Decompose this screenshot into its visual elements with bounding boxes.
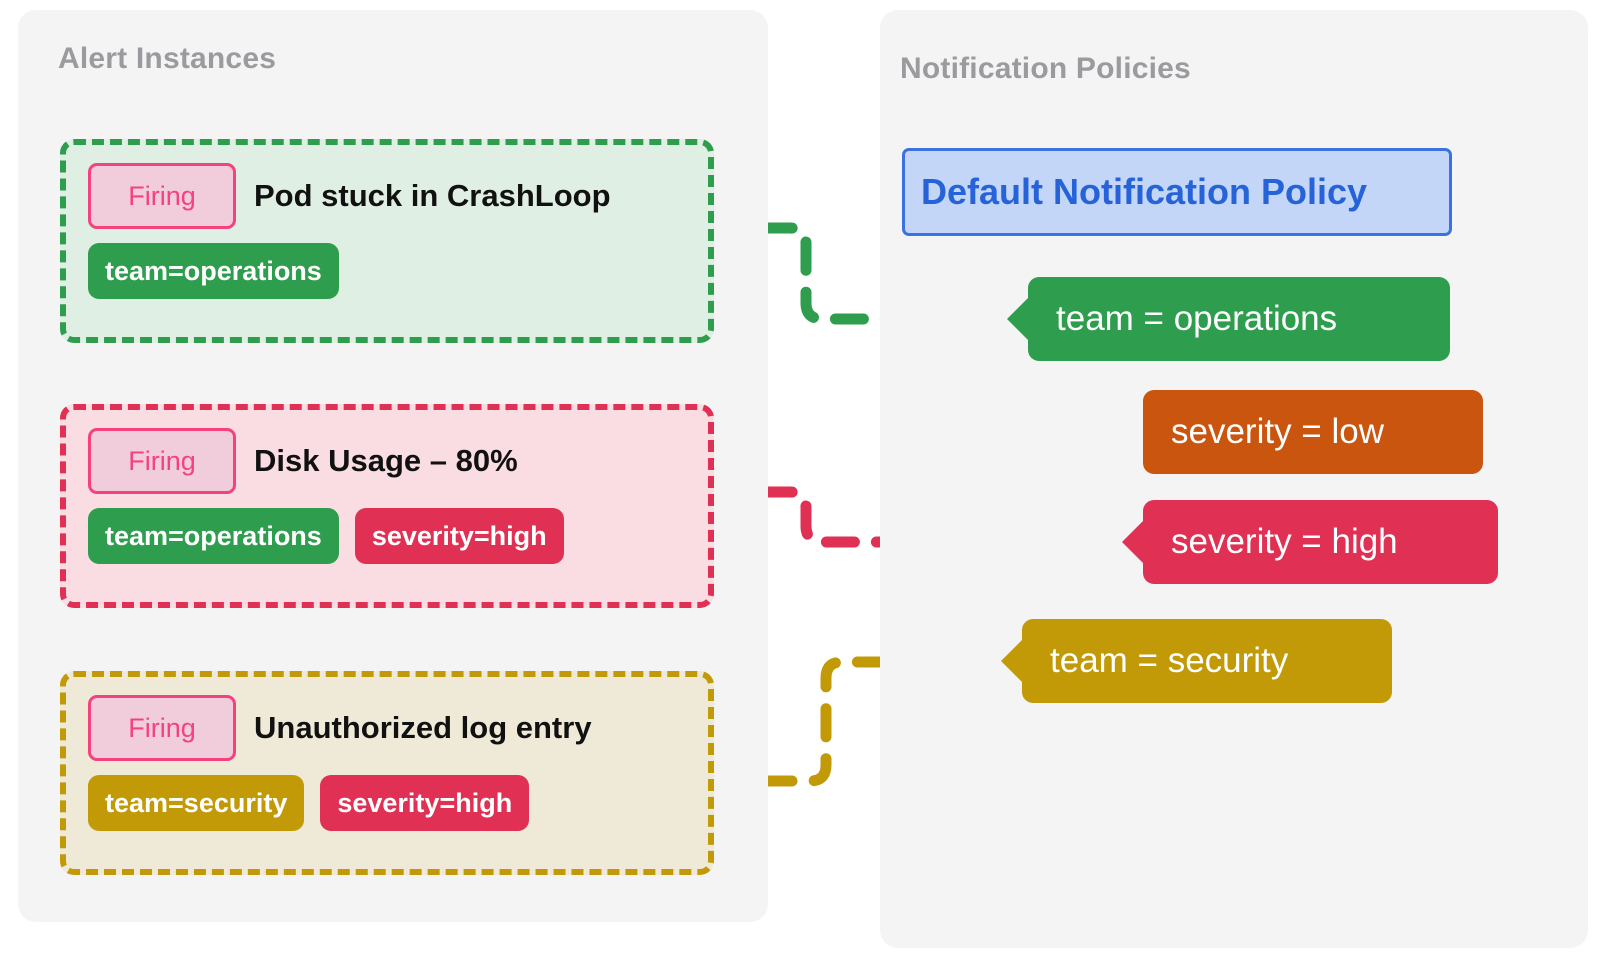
alert-label-chip[interactable]: team=operations xyxy=(88,243,339,299)
alert-instance-card[interactable]: Firing Disk Usage – 80% team=operations … xyxy=(60,404,714,608)
policy-matcher-label: team = operations xyxy=(1056,299,1338,338)
policy-matcher-severity-high[interactable]: severity = high xyxy=(1143,500,1498,584)
status-badge: Firing xyxy=(88,163,236,229)
policy-matcher-label: severity = low xyxy=(1171,412,1384,451)
alert-labels: team=security severity=high xyxy=(88,775,688,831)
alert-labels: team=operations xyxy=(88,243,688,299)
notification-policies-title: Notification Policies xyxy=(900,52,1191,85)
policy-matcher-label: severity = high xyxy=(1171,522,1398,561)
alert-labels: team=operations severity=high xyxy=(88,508,688,564)
alert-label-chip[interactable]: team=operations xyxy=(88,508,339,564)
alert-header: Firing Unauthorized log entry xyxy=(88,695,688,761)
default-notification-policy-label: Default Notification Policy xyxy=(921,171,1368,212)
alert-label-chip[interactable]: severity=high xyxy=(320,775,530,831)
alert-instance-card[interactable]: Firing Unauthorized log entry team=secur… xyxy=(60,671,714,875)
alert-header: Firing Disk Usage – 80% xyxy=(88,428,688,494)
alert-instance-card[interactable]: Firing Pod stuck in CrashLoop team=opera… xyxy=(60,139,714,343)
alert-name: Unauthorized log entry xyxy=(254,710,592,745)
status-badge: Firing xyxy=(88,428,236,494)
alert-instances-title: Alert Instances xyxy=(58,42,277,75)
alert-header: Firing Pod stuck in CrashLoop xyxy=(88,163,688,229)
policy-matcher-severity-low[interactable]: severity = low xyxy=(1143,390,1483,474)
alert-name: Pod stuck in CrashLoop xyxy=(254,178,611,213)
alert-name: Disk Usage – 80% xyxy=(254,443,518,478)
policy-matcher-team-operations[interactable]: team = operations xyxy=(1028,277,1450,361)
status-badge: Firing xyxy=(88,695,236,761)
policy-matcher-label: team = security xyxy=(1050,641,1289,680)
default-notification-policy-node[interactable]: Default Notification Policy xyxy=(902,148,1452,236)
alert-label-chip[interactable]: severity=high xyxy=(354,508,564,564)
policy-matcher-team-security[interactable]: team = security xyxy=(1022,619,1392,703)
alert-label-chip[interactable]: team=security xyxy=(88,775,305,831)
